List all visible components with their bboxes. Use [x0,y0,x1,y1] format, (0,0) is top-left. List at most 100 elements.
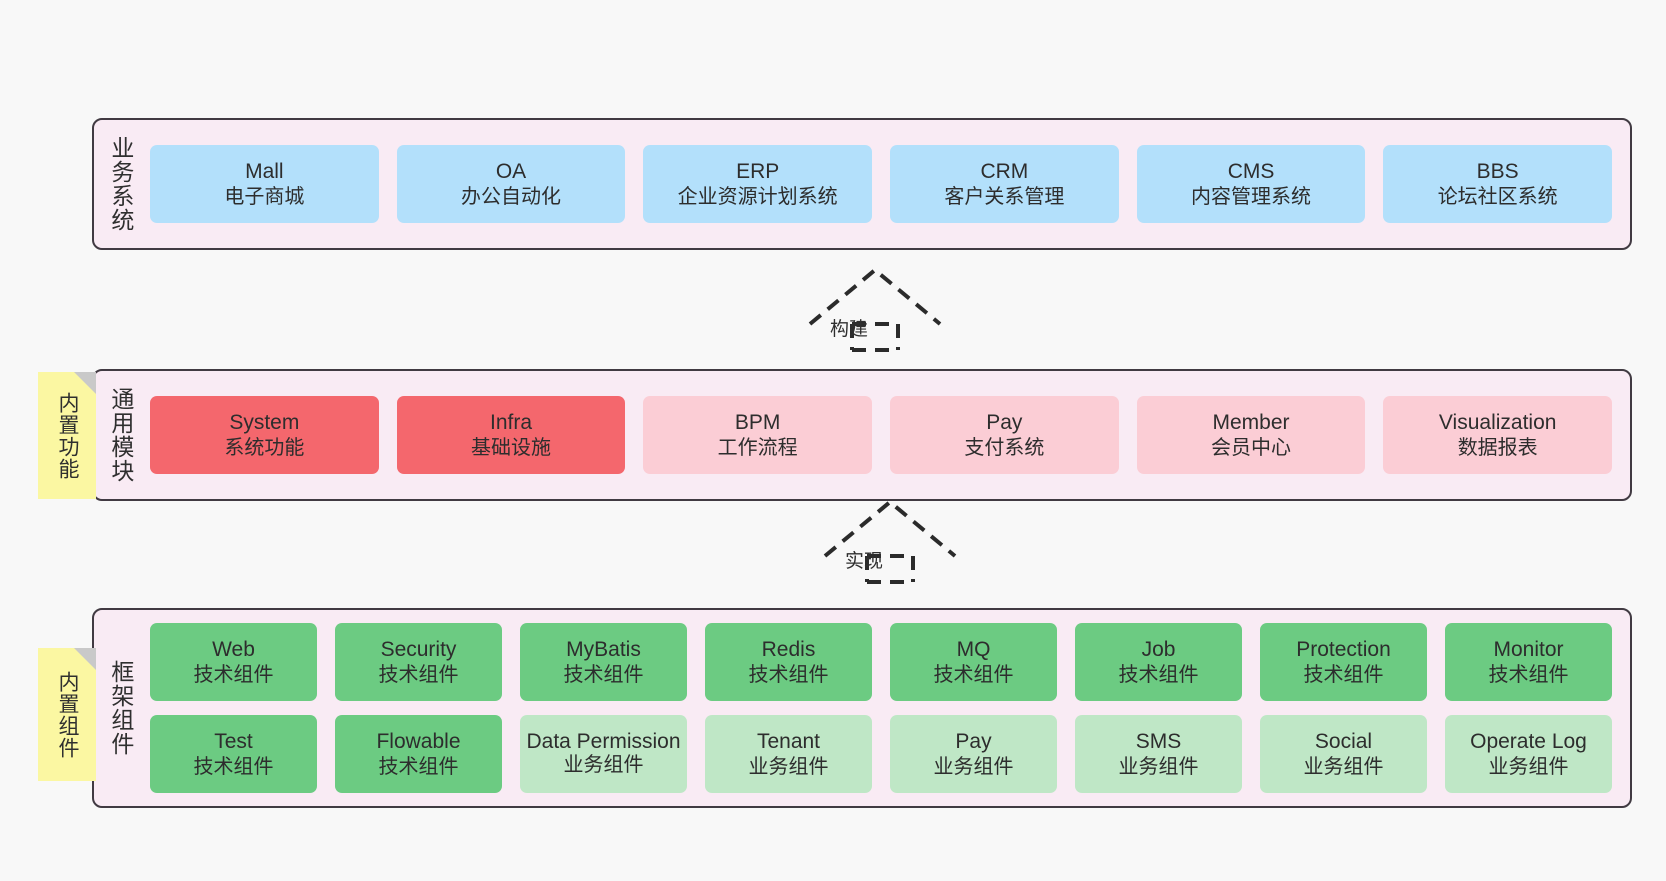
box-operate-log[interactable]: Operate Log 业务组件 [1445,715,1612,793]
box-subtitle: 客户关系管理 [944,185,1065,208]
box-flowable[interactable]: Flowable 技术组件 [335,715,502,793]
box-job[interactable]: Job 技术组件 [1075,623,1242,701]
box-title: ERP [736,160,780,183]
box-sms[interactable]: SMS 业务组件 [1075,715,1242,793]
box-data-permission[interactable]: Data Permission 业务组件 [520,715,687,793]
note-builtin-component: 内置组件 [38,648,96,781]
box-social[interactable]: Social 业务组件 [1260,715,1427,793]
layer-framework-component: 框架组件 Web 技术组件 Security 技术组件 MyBatis 技术组件… [92,608,1632,808]
box-monitor[interactable]: Monitor 技术组件 [1445,623,1612,701]
connector-implement-label: 实现 [845,551,884,572]
layer-cells-business-system: Mall 电子商城 OA 办公自动化 ERP 企业资源计划系统 CRM 客户关系… [142,120,1630,248]
box-subtitle: 技术组件 [193,663,274,686]
note-label: 内置组件 [55,670,79,759]
box-tenant[interactable]: Tenant 业务组件 [705,715,872,793]
box-pay-biz[interactable]: Pay 业务组件 [890,715,1057,793]
connector-build: 构建 [800,262,950,352]
box-title: Mall [245,160,284,183]
box-title: Visualization [1438,411,1557,434]
box-pay[interactable]: Pay 支付系统 [890,396,1119,474]
box-title: MyBatis [566,638,641,661]
box-visualization[interactable]: Visualization 数据报表 [1383,396,1613,474]
box-title: Protection [1296,638,1391,661]
box-member[interactable]: Member 会员中心 [1136,396,1366,474]
box-subtitle: 技术组件 [378,755,459,778]
box-subtitle: 企业资源计划系统 [677,185,838,208]
box-title: Redis [761,638,816,661]
box-subtitle: 技术组件 [563,663,644,686]
box-subtitle: 技术组件 [1488,663,1569,686]
box-subtitle: 系统功能 [224,436,305,459]
box-title: OA [495,160,527,183]
box-subtitle: 技术组件 [378,663,459,686]
box-infra[interactable]: Infra 基础设施 [396,396,626,474]
note-label: 内置功能 [55,391,79,480]
box-redis[interactable]: Redis 技术组件 [705,623,872,701]
box-title: Social [1314,730,1373,753]
box-subtitle: 业务组件 [1488,755,1569,778]
box-subtitle: 业务组件 [748,755,829,778]
connector-build-label: 构建 [830,319,869,340]
box-web[interactable]: Web 技术组件 [150,623,317,701]
box-subtitle: 数据报表 [1457,436,1538,459]
cell-row: Web 技术组件 Security 技术组件 MyBatis 技术组件 Redi… [150,623,1612,701]
layer-cells-common-module: System 系统功能 Infra 基础设施 BPM 工作流程 Pay 支付系统… [142,371,1630,499]
cell-row: Mall 电子商城 OA 办公自动化 ERP 企业资源计划系统 CRM 客户关系… [150,145,1613,223]
box-cms[interactable]: CMS 内容管理系统 [1136,145,1366,223]
box-title: BPM [734,411,781,434]
box-title: Member [1212,411,1290,434]
box-title: Test [214,730,253,753]
box-mq[interactable]: MQ 技术组件 [890,623,1057,701]
box-oa[interactable]: OA 办公自动化 [396,145,626,223]
box-subtitle: 支付系统 [964,436,1045,459]
box-protection[interactable]: Protection 技术组件 [1260,623,1427,701]
box-security[interactable]: Security 技术组件 [335,623,502,701]
box-mybatis[interactable]: MyBatis 技术组件 [520,623,687,701]
box-title: CRM [980,160,1029,183]
box-title: Flowable [376,730,461,753]
box-title: Tenant [756,730,821,753]
box-erp[interactable]: ERP 企业资源计划系统 [643,145,873,223]
box-title: Operate Log [1470,730,1587,753]
box-title: Web [212,638,255,661]
box-subtitle: 技术组件 [193,755,274,778]
box-subtitle: 业务组件 [1118,755,1199,778]
box-title: Monitor [1493,638,1564,661]
layer-cells-framework-component: Web 技术组件 Security 技术组件 MyBatis 技术组件 Redi… [142,610,1630,806]
generalization-arrow-icon [808,267,942,352]
cell-row: Test 技术组件 Flowable 技术组件 Data Permission … [150,715,1612,793]
box-title: Security [380,638,457,661]
box-title: Infra [489,411,533,434]
box-subtitle: 技术组件 [1303,663,1384,686]
layer-label-framework-component: 框架组件 [107,660,134,756]
box-title: Job [1141,638,1176,661]
box-title: SMS [1135,730,1182,753]
layer-label-business-system: 业务系统 [107,136,134,232]
box-subtitle: 业务组件 [1303,755,1384,778]
box-title: MQ [956,638,991,661]
layer-common-module: 通用模块 System 系统功能 Infra 基础设施 BPM 工作流程 Pay… [92,369,1632,501]
cell-row: System 系统功能 Infra 基础设施 BPM 工作流程 Pay 支付系统… [150,396,1613,474]
box-bpm[interactable]: BPM 工作流程 [643,396,873,474]
box-title: Pay [955,730,992,753]
box-mall[interactable]: Mall 电子商城 [150,145,379,223]
page-fold-icon [74,372,96,394]
box-subtitle: 工作流程 [717,436,798,459]
box-title: BBS [1476,160,1519,183]
box-title: Data Permission [526,730,681,754]
box-subtitle: 业务组件 [563,754,644,777]
box-subtitle: 技术组件 [748,663,829,686]
box-subtitle: 技术组件 [933,663,1014,686]
generalization-arrow-icon [823,499,957,584]
connector-implement: 实现 [815,494,965,584]
box-crm[interactable]: CRM 客户关系管理 [890,145,1119,223]
box-subtitle: 会员中心 [1211,436,1292,459]
box-title: Pay [986,411,1023,434]
box-system[interactable]: System 系统功能 [150,396,379,474]
layer-business-system: 业务系统 Mall 电子商城 OA 办公自动化 ERP 企业资源计划系统 CRM… [92,118,1632,250]
box-bbs[interactable]: BBS 论坛社区系统 [1383,145,1613,223]
layer-label-common-module: 通用模块 [107,387,134,483]
box-subtitle: 业务组件 [933,755,1014,778]
box-test[interactable]: Test 技术组件 [150,715,317,793]
